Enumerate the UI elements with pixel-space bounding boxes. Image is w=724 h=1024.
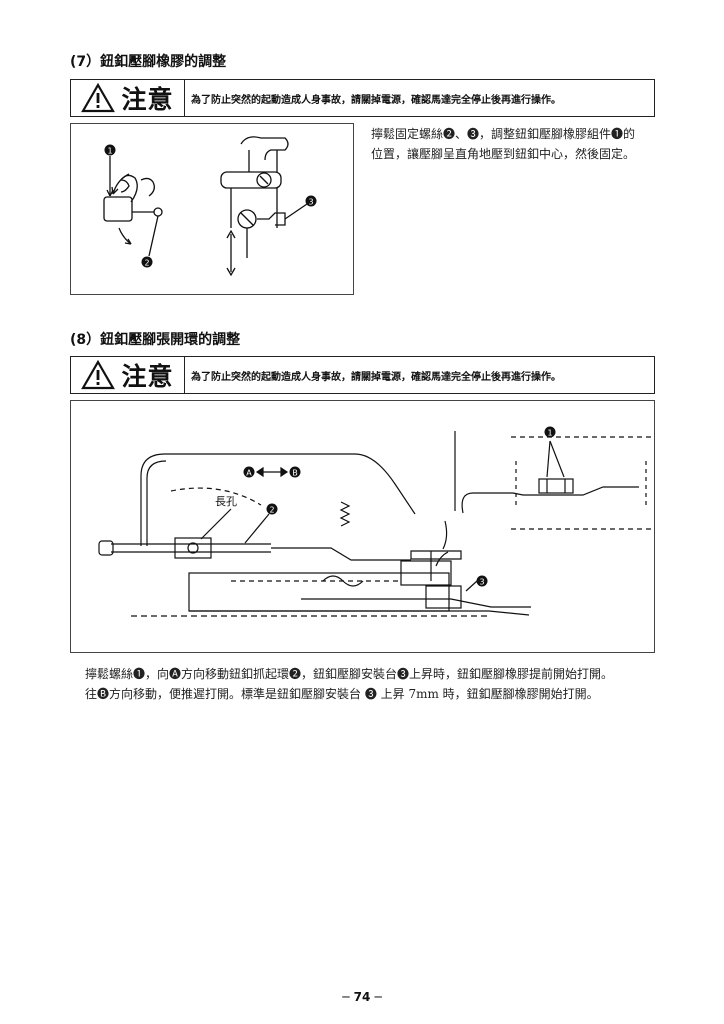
caution-label: 注意 — [71, 357, 185, 393]
instruction-line: 往🅑方向移動，便推遲打開。標準是鈕釦壓腳安裝台 ❸ 上昇 7mm 時，鈕釦壓腳橡… — [85, 687, 599, 701]
figure-presser-rubber: 1 2 3 — [70, 123, 354, 295]
callout-2-left: 2 — [141, 256, 153, 268]
callout-2-text: 2 — [144, 259, 149, 268]
callout-a-text: A — [246, 469, 252, 478]
callout-3-text: 3 — [479, 578, 484, 587]
callout-3-text: 3 — [308, 198, 313, 207]
slot-label: 長孔 — [215, 495, 237, 508]
caution-box-8: 注意 為了防止突然的起動造成人身事故，請關掉電源，確認馬達完全停止後再進行操作。 — [70, 356, 655, 394]
opening-ring-diagram: A B 長孔 2 3 1 — [98, 426, 651, 617]
warning-triangle-icon — [81, 360, 116, 390]
caution-text: 為了防止突然的起動造成人身事故，請關掉電源，確認馬達完全停止後再進行操作。 — [191, 94, 561, 106]
warning-triangle-icon — [81, 83, 116, 113]
section-7-instructions: 擰鬆固定螺絲❷、❸，調整鈕釦壓腳橡膠組件❶的 位置，讓壓腳呈直角地壓到鈕釦中心，… — [371, 124, 635, 164]
callout-a: A — [243, 466, 255, 478]
instruction-line: 位置，讓壓腳呈直角地壓到鈕釦中心，然後固定。 — [371, 147, 636, 161]
page-number: ─ 74 ─ — [342, 990, 382, 1004]
presser-rubber-diagram: 1 2 3 — [103, 136, 317, 277]
caution-box-7: 注意 為了防止突然的起動造成人身事故，請關掉電源，確認馬達完全停止後再進行操作。 — [70, 79, 655, 117]
callout-1-text: 1 — [107, 147, 112, 156]
caution-label: 注意 — [71, 80, 185, 116]
section-8-title: (8）鈕釦壓腳張開環的調整 — [70, 332, 241, 348]
caution-word: 注意 — [121, 85, 174, 114]
section-7-title: (7）鈕釦壓腳橡膠的調整 — [70, 54, 227, 70]
callout-1-left: 1 — [104, 144, 116, 156]
instruction-line: 擰鬆螺絲❶，向🅐方向移動鈕釦抓起環❷，鈕釦壓腳安裝台❸上昇時，鈕釦壓腳橡膠提前開… — [85, 667, 614, 681]
caution-word: 注意 — [121, 362, 174, 391]
callout-3-right: 3 — [305, 195, 317, 207]
callout-3: 3 — [476, 575, 488, 587]
figure-presser-opening-ring: A B 長孔 2 3 1 — [70, 400, 655, 653]
callout-1-text: 1 — [547, 429, 552, 438]
callout-b-text: B — [292, 469, 298, 478]
instruction-line: 擰鬆固定螺絲❷、❸，調整鈕釦壓腳橡膠組件❶的 — [371, 127, 636, 141]
caution-text: 為了防止突然的起動造成人身事故，請關掉電源，確認馬達完全停止後再進行操作。 — [191, 371, 561, 383]
callout-1: 1 — [544, 426, 556, 438]
callout-2: 2 — [266, 503, 278, 515]
section-8-instructions: 擰鬆螺絲❶，向🅐方向移動鈕釦抓起環❷，鈕釦壓腳安裝台❸上昇時，鈕釦壓腳橡膠提前開… — [85, 664, 613, 704]
callout-b: B — [289, 466, 301, 478]
callout-2-text: 2 — [269, 506, 274, 515]
